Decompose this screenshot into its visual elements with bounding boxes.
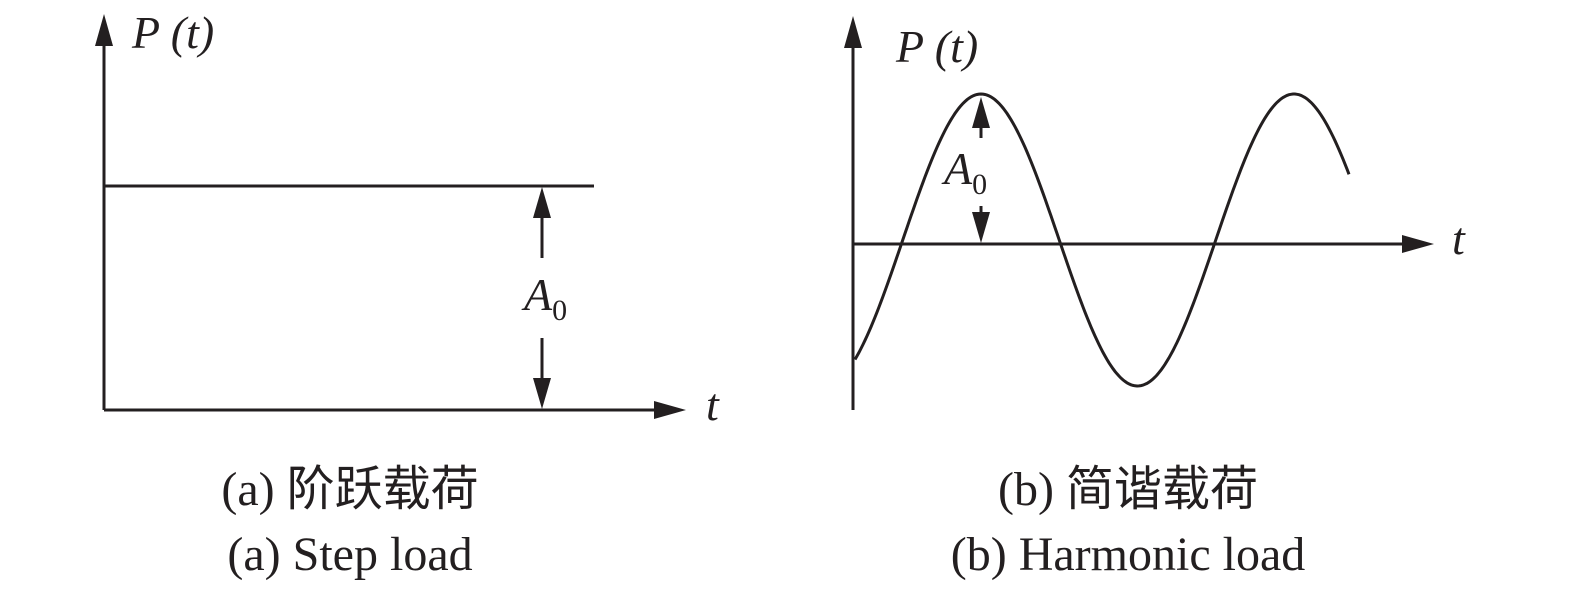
panel-b-amplitude-arrowhead-bottom	[972, 212, 990, 243]
panel-a-y-axis-label: P (t)	[131, 7, 214, 58]
panel-b-amplitude-label: A0	[941, 143, 987, 201]
panel-b-x-axis-arrowhead	[1402, 235, 1434, 253]
panel-a-y-axis-arrowhead	[95, 14, 113, 46]
panel-a-x-axis-arrowhead	[654, 401, 686, 419]
panel-b-amplitude-arrowhead-top	[972, 97, 990, 128]
panel-a-amplitude-label: A0	[521, 269, 567, 327]
panel-a-amplitude-arrowhead-bottom	[533, 378, 551, 409]
panel-b-y-axis-label: P (t)	[895, 21, 978, 72]
panel-b-x-axis-label: t	[1452, 213, 1466, 264]
panel-a-caption-en: (a) Step load	[227, 528, 472, 581]
panel-b-caption-en: (b) Harmonic load	[951, 528, 1306, 581]
panel-a-amplitude-symbol: A	[521, 269, 553, 320]
panel-a-amplitude-subscript: 0	[552, 294, 567, 327]
panel-b-caption-cn: (b) 简谐载荷	[998, 463, 1258, 516]
panel-a-x-axis-label: t	[706, 379, 720, 430]
panel-b-harmonic-load: P (t) t A0 (b) 简谐载荷 (b) Harmonic load	[844, 16, 1466, 581]
panel-b-amplitude-subscript: 0	[972, 168, 987, 201]
panel-a-step-load: P (t) t A0 (a) 阶跃载荷 (a) Step load	[95, 7, 720, 581]
panel-a-amplitude-arrowhead-top	[533, 187, 551, 218]
panel-b-harmonic-curve	[853, 92, 1351, 388]
panel-b-amplitude-symbol: A	[941, 143, 973, 194]
panel-a-caption-cn: (a) 阶跃载荷	[221, 463, 478, 516]
panel-b-y-axis-arrowhead	[844, 16, 862, 48]
